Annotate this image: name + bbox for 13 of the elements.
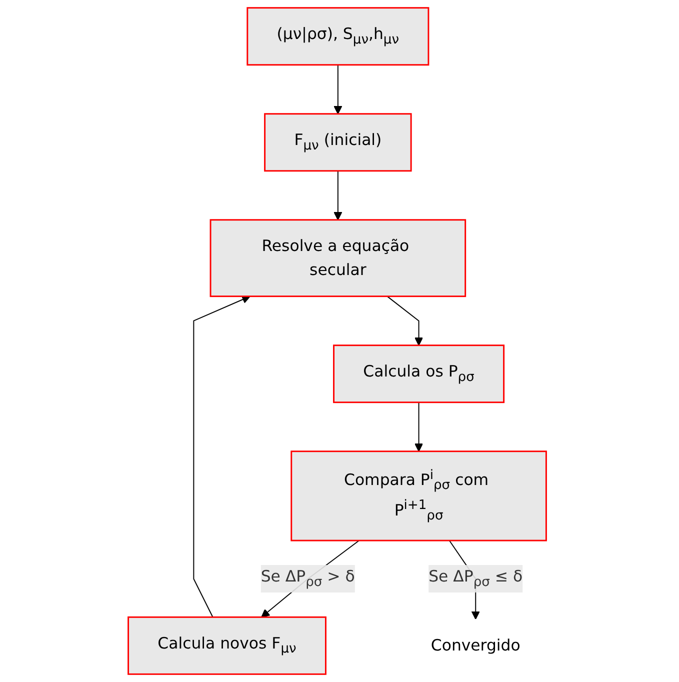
edge-label: Se ΔP$_{ρσ}$ ≤ δ	[429, 566, 524, 590]
arrow	[414, 402, 424, 452]
node-text: Convergido	[431, 636, 521, 654]
node-box: Resolve a equação secular	[210, 219, 467, 298]
arrow	[194, 295, 251, 618]
node-box: F$_{μν}$ (inicial)	[264, 113, 412, 172]
arrow	[334, 64, 343, 114]
node-box: (μν|ρσ), S$_{μν}$,h$_{μν}$	[247, 7, 430, 66]
arrow	[387, 296, 424, 346]
arrow	[334, 170, 343, 220]
node-box: Calcula os P$_{ρσ}$	[334, 344, 506, 404]
edge-label: Se ΔP$_{ρσ}$ > δ	[261, 566, 356, 590]
node-box: Calcula novos F$_{μν}$	[128, 616, 327, 675]
